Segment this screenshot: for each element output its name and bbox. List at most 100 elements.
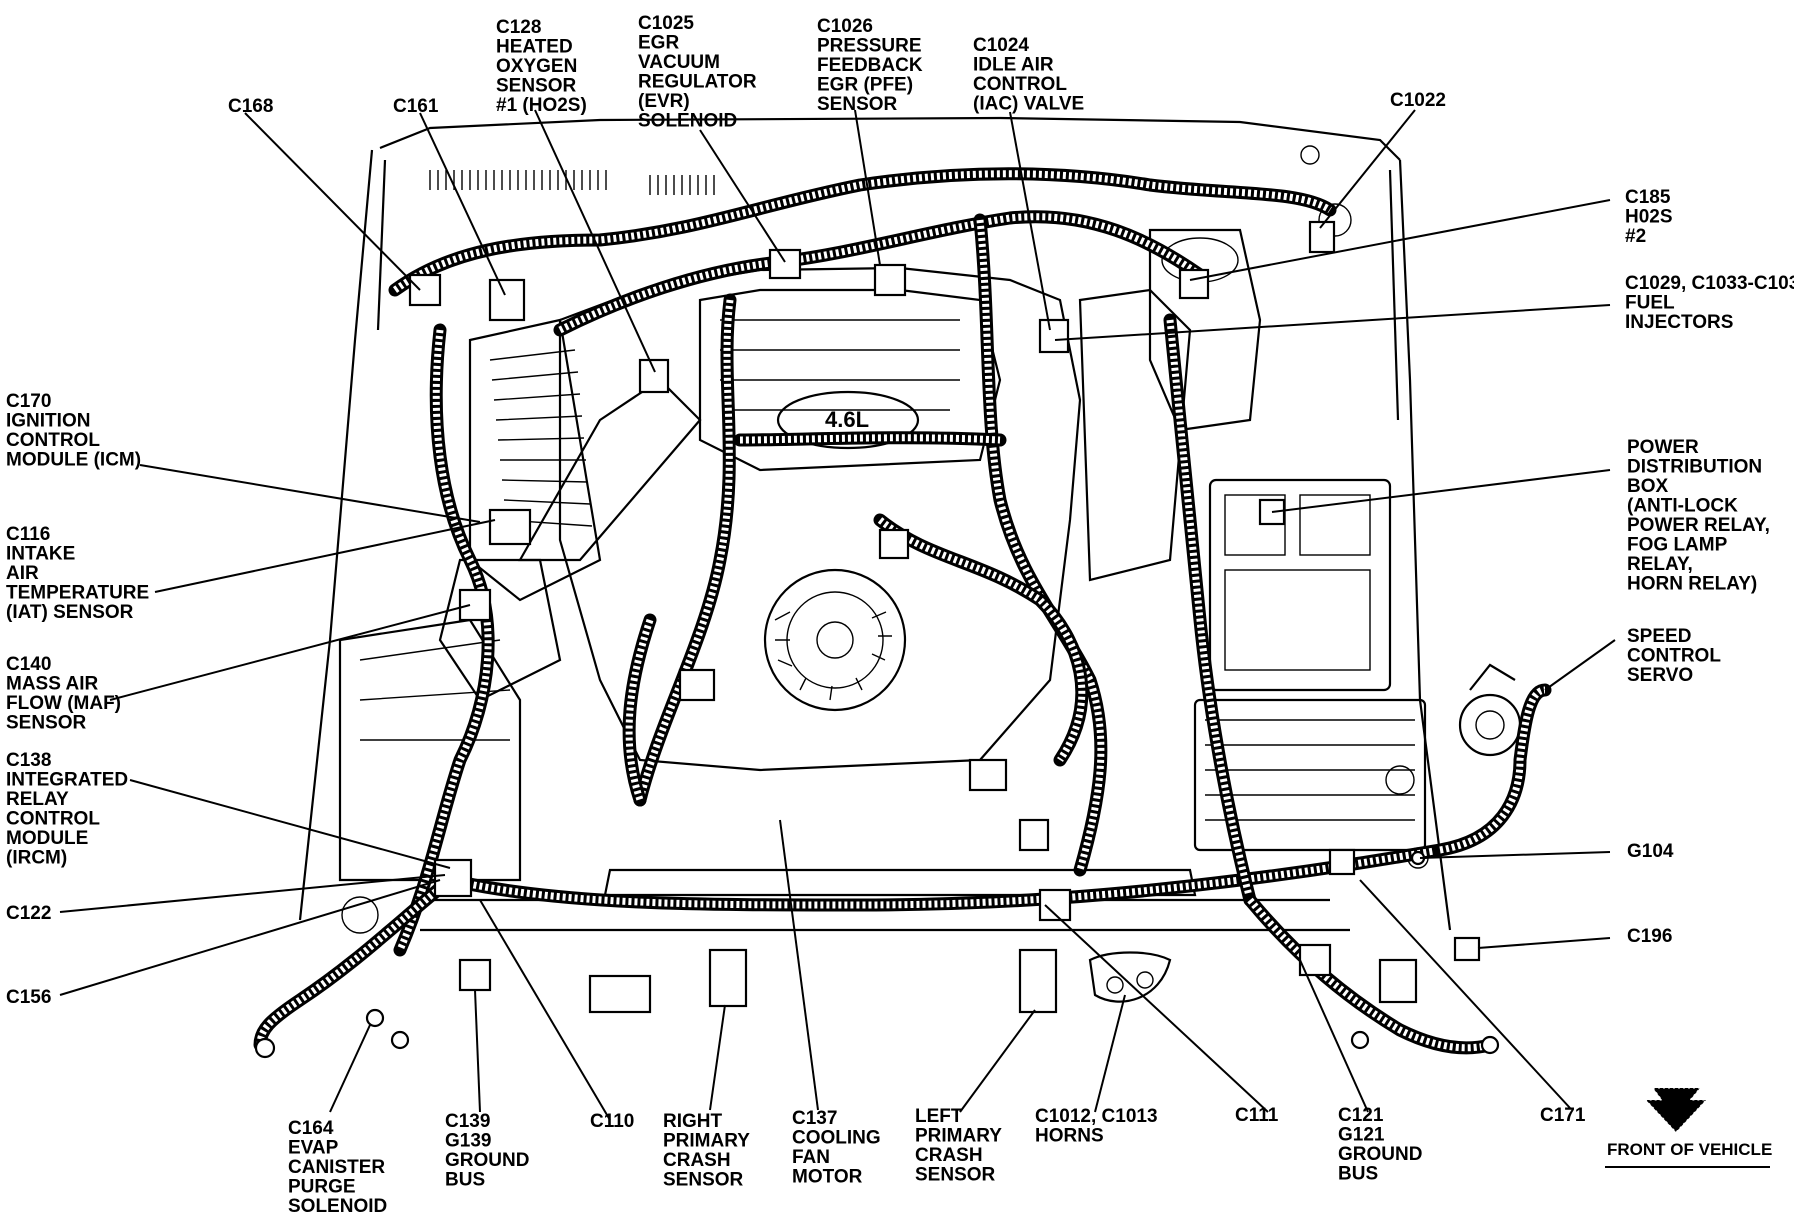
label-line: C138 [6, 750, 51, 771]
label-line: RELAY, [1627, 554, 1693, 575]
label-line: SENSOR [6, 713, 87, 734]
label-line: C196 [1627, 926, 1672, 947]
label-line: CRASH [915, 1145, 983, 1166]
label-line: #2 [1625, 226, 1646, 247]
label-c161: C161 [393, 96, 439, 117]
label-line: SENSOR [915, 1165, 996, 1186]
label-line: TEMPERATURE [6, 583, 149, 604]
label-line: C122 [6, 903, 51, 924]
label-line: (IAC) VALVE [973, 94, 1084, 115]
label-line: SENSOR [663, 1170, 744, 1191]
label-line: G139 [445, 1131, 491, 1152]
label-line: SENSOR [817, 94, 898, 115]
label-line: C139 [445, 1111, 490, 1132]
label-line: C116 [6, 524, 50, 545]
label-line: RIGHT [663, 1111, 723, 1132]
label-line: FAN [792, 1147, 830, 1168]
label-line: SPEED [1627, 626, 1691, 647]
label-line: C121 [1338, 1105, 1384, 1126]
label-line: GROUND [445, 1150, 529, 1171]
label-line: OXYGEN [496, 56, 577, 77]
label-line: C1024 [973, 35, 1029, 56]
label-line: AIR [6, 563, 39, 584]
label-line: C171 [1540, 1105, 1586, 1126]
label-line: PRESSURE [817, 36, 922, 57]
label-c1022: C1022 [1390, 90, 1446, 111]
label-line: DISTRIBUTION [1627, 457, 1762, 478]
label-line: INTEGRATED [6, 770, 128, 791]
label-line: SERVO [1627, 665, 1693, 686]
label-line: CONTROL [973, 74, 1067, 95]
front-of-vehicle-indicator: FRONT OF VEHICLE [1605, 1087, 1772, 1168]
label-line: COOLING [792, 1128, 881, 1149]
label-line: C1022 [1390, 90, 1446, 111]
label-line: LEFT [915, 1106, 963, 1127]
label-line: (EVR) [638, 91, 690, 112]
label-c156: C156 [6, 987, 51, 1008]
label-line: C161 [393, 96, 439, 117]
label-line: FEEDBACK [817, 55, 923, 76]
label-line: SOLENOID [288, 1196, 387, 1216]
label-line: C185 [1625, 187, 1671, 208]
label-line: CONTROL [6, 430, 100, 451]
label-line: FUEL [1625, 293, 1675, 314]
label-line: PRIMARY [663, 1131, 750, 1152]
label-line: POWER RELAY, [1627, 515, 1770, 536]
label-c168: C168 [228, 96, 273, 117]
label-line: MODULE [6, 828, 88, 849]
label-line: CRASH [663, 1150, 731, 1171]
label-line: C128 [496, 17, 541, 38]
label-line: SENSOR [496, 76, 577, 97]
label-line: FOG LAMP [1627, 535, 1728, 556]
label-line: INJECTORS [1625, 312, 1733, 333]
leader-lines [59, 109, 1616, 1121]
label-line: C170 [6, 391, 51, 412]
label-line: FLOW (MAF) [6, 693, 121, 714]
label-line: REGULATOR [638, 72, 757, 93]
label-line: BOX [1627, 476, 1669, 497]
engine-artwork [253, 116, 1552, 1059]
label-line: MOTOR [792, 1167, 863, 1188]
label-line: GROUND [1338, 1144, 1422, 1165]
label-line: C164 [288, 1118, 334, 1139]
label-line: C1012, C1013 [1035, 1106, 1158, 1127]
label-line: CONTROL [1627, 646, 1721, 667]
label-line: (IRCM) [6, 848, 67, 869]
label-line: IDLE AIR [973, 55, 1054, 76]
label-line: C168 [228, 96, 273, 117]
label-line: RELAY [6, 789, 69, 810]
label-line: PURGE [288, 1177, 356, 1198]
label-line: MASS AIR [6, 674, 98, 695]
label-line: H02S [1625, 207, 1673, 228]
label-line: C140 [6, 654, 51, 675]
label-line: HORN RELAY) [1627, 574, 1757, 595]
label-line: INTAKE [6, 544, 75, 565]
label-line: IGNITION [6, 411, 90, 432]
label-line: MODULE (ICM) [6, 450, 141, 471]
label-line: C137 [792, 1108, 837, 1129]
label-line: EGR [638, 33, 679, 54]
label-line: HEATED [496, 37, 573, 58]
label-line: G104 [1627, 841, 1674, 862]
front-of-vehicle-label: FRONT OF VEHICLE [1607, 1140, 1772, 1159]
label-line: POWER [1627, 437, 1699, 458]
label-line: PRIMARY [915, 1126, 1002, 1147]
label-line: C1029, C1033-C1035 [1625, 273, 1794, 294]
label-line: C110 [590, 1111, 634, 1132]
label-line: #1 (HO2S) [496, 95, 587, 116]
